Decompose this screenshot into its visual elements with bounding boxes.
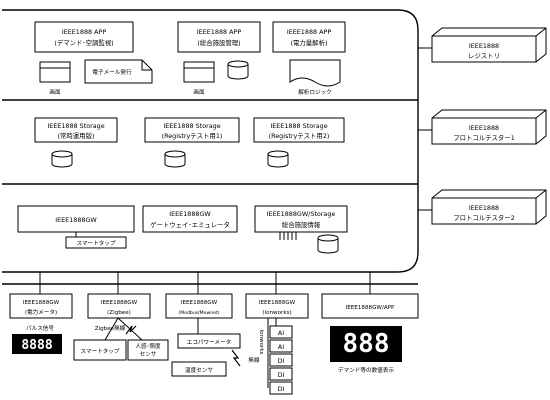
- gw-1-title: IEEE1888GW: [55, 216, 97, 224]
- screen-icon-2: [183, 61, 215, 83]
- display-caption: デマンド等の数値表示: [338, 366, 394, 374]
- app-box-1: [34, 21, 134, 53]
- io-label-1: AI: [278, 329, 284, 337]
- bottom-gw-box-2: [87, 293, 151, 319]
- app-box-2: [177, 21, 261, 53]
- bottom-gw-2-title: IEEE1888GW: [101, 300, 138, 306]
- storage-1-subtitle: (常時運用版): [58, 131, 95, 140]
- database-icon-storage3: [267, 150, 289, 168]
- tester1-box: [431, 109, 547, 145]
- io-pins: [279, 232, 297, 240]
- bottom-gw-1-subtitle: (電力メータ): [25, 308, 57, 316]
- screen-icon-1: [39, 61, 71, 83]
- bottom-gw-5-title: IEEE1888GW/APP: [346, 305, 395, 311]
- storage-box-2: [144, 117, 240, 143]
- zigbee-wireless-label: Zigbee無線: [95, 324, 126, 332]
- io-box-4: [269, 367, 293, 381]
- tester2-subtitle: プロトコルテスター2: [453, 213, 515, 222]
- storage-2-subtitle: (Registryテスト用1): [162, 132, 223, 140]
- bottom-gw-1-title: IEEE1888GW: [23, 300, 60, 306]
- app-2-title: IEEE1888 APP: [197, 28, 242, 36]
- human-sensor-box: [127, 339, 169, 361]
- io-box-1: [269, 325, 293, 339]
- app-1-subtitle: (デマンド･空調監視): [54, 38, 113, 47]
- wireless-label: 無線: [248, 356, 260, 364]
- storage-1-title: IEEE1888 Storage: [47, 122, 104, 130]
- zigbee-smart-tap-box: [73, 339, 127, 361]
- registry-subtitle: レジストリ: [468, 52, 500, 60]
- screen-label-2: 画面: [193, 89, 205, 96]
- main-frame: [2, 9, 419, 273]
- logic-label: 解析ロジック: [298, 88, 332, 96]
- gw-3-subtitle: 総合施設情報: [282, 220, 321, 229]
- registry-box: [431, 27, 547, 63]
- bottom-gw-4-subtitle: (lonworks): [262, 310, 291, 316]
- bottom-gw-box-1: [9, 293, 73, 319]
- demand-display: [330, 326, 402, 362]
- zigbee-smart-tap-label: スマートタップ: [81, 347, 120, 355]
- temp-sensor-box: [171, 361, 227, 377]
- bottom-gw-box-3: [165, 293, 233, 319]
- lonworks-vertical-label: lonworks: [258, 330, 264, 355]
- bottom-gw-4-title: IEEE1888GW: [259, 300, 296, 306]
- database-icon-storage2: [164, 150, 186, 168]
- storage-2-title: IEEE1888 Storage: [163, 122, 220, 130]
- gw-box-3: [254, 205, 348, 233]
- gw-box-2: [142, 205, 238, 233]
- app-box-3: [272, 21, 346, 53]
- display-digits: 888: [343, 329, 390, 359]
- app-3-subtitle: (電力量解析): [291, 38, 328, 47]
- human-sensor-label-2: センサ: [140, 351, 157, 358]
- screen-label-1: 画面: [49, 89, 61, 96]
- storage-3-title: IEEE1888 Storage: [270, 122, 327, 130]
- pulse-meter-display: [12, 334, 62, 354]
- tape-icon: [289, 59, 341, 87]
- human-sensor-label-1: 人感･照度: [135, 342, 161, 350]
- app-1-title: IEEE1888 APP: [62, 28, 107, 36]
- gw-2-title: IEEE1888GW: [169, 210, 211, 218]
- io-label-3: DI: [278, 357, 285, 365]
- bottom-gw-3-title: IEEE1888GW: [181, 300, 218, 306]
- wireless-bolt-icon-2: [231, 349, 241, 367]
- storage-3-subtitle: (Registryテスト用2): [269, 132, 330, 140]
- io-label-4: DI: [278, 371, 285, 379]
- pulse-label: パルス信号: [26, 324, 54, 332]
- smart-tap-box: [65, 236, 127, 249]
- io-box-5: [269, 381, 293, 395]
- email-label: 電子メール発行: [92, 68, 132, 76]
- io-label-5: DI: [278, 385, 285, 393]
- wireless-bolt-icon: [125, 325, 137, 335]
- bottom-gw-3-subtitle: (Modbus/Mewnet): [178, 310, 219, 316]
- tester1-subtitle: プロトコルテスター1: [453, 133, 515, 142]
- registry-title: IEEE1888: [469, 42, 499, 50]
- eco-meter-label: エコパワーメータ: [187, 338, 232, 346]
- app-3-title: IEEE1888 APP: [287, 28, 332, 36]
- bottom-gw-box-5: [321, 293, 419, 319]
- bottom-gw-2-subtitle: (Zigbee): [107, 310, 131, 316]
- database-icon-gw3: [317, 234, 339, 254]
- tester2-title: IEEE1888: [469, 204, 499, 212]
- meter-digits: 8888: [21, 338, 52, 353]
- storage-box-3: [253, 117, 345, 143]
- io-label-2: AI: [278, 343, 284, 351]
- eco-meter-box: [177, 333, 241, 349]
- bottom-gw-box-4: [245, 293, 309, 319]
- gw-2-subtitle: ゲートウェイ･エミュレータ: [150, 220, 230, 229]
- temp-sensor-label: 温度センサ: [185, 366, 213, 374]
- smart-tap-label: スマートタップ: [77, 239, 116, 247]
- storage-box-1: [34, 117, 118, 143]
- io-box-2: [269, 339, 293, 353]
- io-box-3: [269, 353, 293, 367]
- app-2-subtitle: (総合施設管理): [197, 38, 240, 47]
- tester2-box: [431, 189, 547, 225]
- tester1-title: IEEE1888: [469, 124, 499, 132]
- database-icon-app2: [227, 60, 249, 80]
- database-icon-storage1: [51, 150, 73, 168]
- document-icon: [84, 59, 153, 84]
- gw-3-title: IEEE1888GW/Storage: [267, 210, 336, 218]
